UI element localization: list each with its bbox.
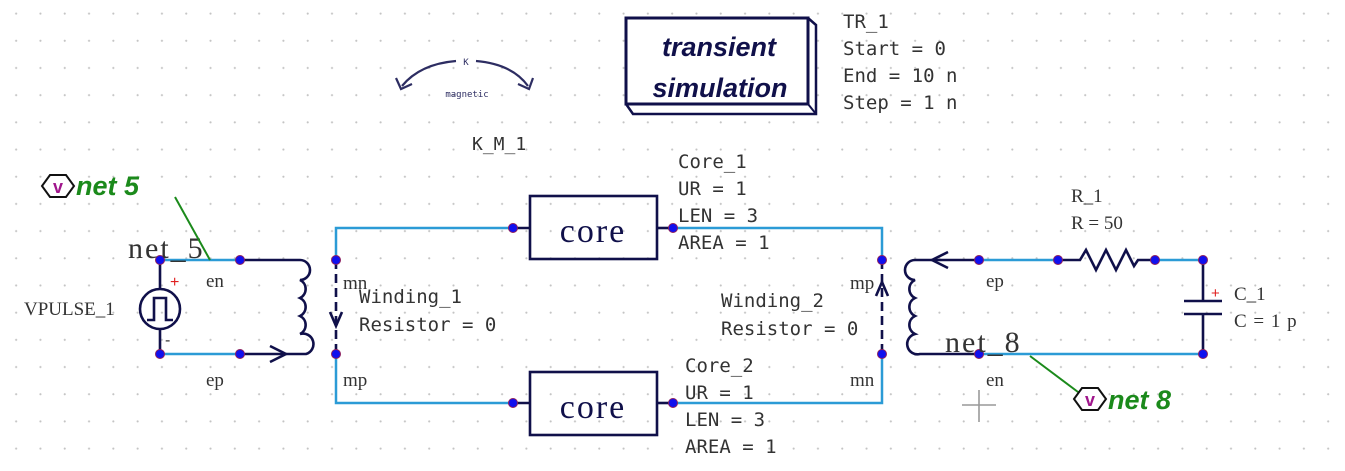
winding-2-mp-pin-label: mp: [850, 273, 874, 294]
sim-name: TR_1: [843, 11, 889, 33]
sim-block-line2: simulation: [652, 73, 787, 103]
wire-mag-bottom-right[interactable]: [673, 354, 884, 405]
wires: [160, 226, 1203, 405]
svg-text:v: v: [1085, 390, 1095, 410]
sim-end: End = 10 n: [843, 65, 957, 87]
core-2-ur: UR = 1: [685, 382, 754, 404]
winding-1-name: Winding_1: [359, 286, 462, 308]
winding-2-arrow-icon: [929, 250, 949, 270]
core-1[interactable]: core Core_1 UR = 1 LEN = 3 AREA = 1: [513, 151, 770, 261]
pin[interactable]: [508, 223, 518, 233]
capacitor-c1[interactable]: + C_1 C = 1 p: [1184, 260, 1298, 354]
pin[interactable]: [668, 223, 678, 233]
core-2-symbol-label: core: [560, 389, 627, 426]
core-2-name: Core_2: [685, 355, 754, 377]
pulse-source-icon: [138, 287, 182, 331]
net-label-net8[interactable]: net_8: [945, 326, 1022, 359]
capacitor-plus-sign: +: [1211, 285, 1220, 302]
sim-start: Start = 0: [843, 38, 946, 60]
winding-2-resistor: Resistor = 0: [721, 318, 858, 340]
voltage-probe-icon: [1072, 387, 1108, 411]
core-2-area: AREA = 1: [685, 436, 777, 458]
pin[interactable]: [668, 398, 678, 408]
sim-step: Step = 1 n: [843, 92, 957, 114]
pin[interactable]: [508, 398, 518, 408]
pin[interactable]: [1150, 255, 1160, 265]
mutual-inductance-k[interactable]: K magnetic K_M_1: [394, 58, 535, 155]
capacitor-name: C_1: [1234, 284, 1266, 305]
sim-block-line1: transient: [662, 32, 777, 62]
voltage-probe-net5[interactable]: v net 5: [40, 171, 211, 261]
capacitor-value: C = 1 p: [1234, 311, 1298, 332]
probe-label-net8: net 8: [1108, 385, 1171, 415]
pin[interactable]: [331, 349, 341, 359]
probe-label-net5: net 5: [76, 171, 140, 201]
arrow-right-icon: [517, 77, 535, 91]
winding-2-name: Winding_2: [721, 290, 824, 312]
crosshair-cursor-icon: [962, 390, 996, 422]
k-symbol-label: K: [463, 58, 469, 68]
pin[interactable]: [877, 255, 887, 265]
source-name: VPULSE_1: [24, 299, 115, 320]
pin[interactable]: [974, 349, 984, 359]
pin[interactable]: [1198, 349, 1208, 359]
voltage-probe-net8[interactable]: v net 8: [1029, 355, 1171, 415]
vpulse-source[interactable]: + - VPULSE_1: [24, 260, 182, 354]
core-1-name: Core_1: [678, 151, 747, 173]
magnetic-flow-down-icon: [328, 311, 344, 330]
core-2-len: LEN = 3: [685, 409, 765, 431]
core-2[interactable]: core Core_2 UR = 1 LEN = 3 AREA = 1: [513, 355, 777, 458]
pin[interactable]: [1053, 255, 1063, 265]
core-1-ur: UR = 1: [678, 178, 747, 200]
source-minus-sign: -: [165, 332, 170, 349]
resistor-r1[interactable]: R_1 R = 50: [1058, 186, 1155, 273]
wire-mag-top-left[interactable]: [334, 226, 513, 260]
wire-mag-top-right[interactable]: [673, 226, 884, 260]
wire-mag-bottom-left[interactable]: [334, 354, 513, 405]
k-symbol-sublabel: magnetic: [445, 90, 488, 100]
winding-1-arrow-icon: [269, 344, 289, 364]
winding-1-mn-pin-label: mn: [343, 273, 368, 294]
winding-2-en-pin-label: en: [986, 370, 1004, 391]
pin[interactable]: [1198, 255, 1208, 265]
resistor-icon: [1058, 247, 1155, 273]
winding-2[interactable]: ep en mp mn Winding_2 Resistor = 0: [721, 250, 1004, 391]
resistor-value: R = 50: [1071, 213, 1123, 234]
resistor-name: R_1: [1071, 186, 1103, 207]
pin[interactable]: [235, 255, 245, 265]
core-1-area: AREA = 1: [678, 232, 770, 254]
pins: [155, 223, 1208, 408]
winding-1-resistor: Resistor = 0: [359, 314, 496, 336]
winding-2-mn-pin-label: mn: [850, 370, 875, 391]
pin[interactable]: [235, 349, 245, 359]
core-1-len: LEN = 3: [678, 205, 758, 227]
pin[interactable]: [331, 255, 341, 265]
pin[interactable]: [155, 349, 165, 359]
winding-1-mp-pin-label: mp: [343, 370, 367, 391]
pin[interactable]: [974, 255, 984, 265]
pin[interactable]: [155, 255, 165, 265]
winding-1[interactable]: en ep mn mp Winding_1 Resistor = 0: [206, 258, 496, 391]
voltage-probe-icon: [40, 174, 76, 198]
magnetic-flow-up-icon: [874, 278, 890, 297]
winding-1-ep-pin-label: ep: [206, 370, 224, 391]
k-name: K_M_1: [472, 134, 526, 155]
core-1-symbol-label: core: [560, 213, 627, 250]
svg-text:v: v: [53, 177, 63, 197]
arrow-left-icon: [394, 77, 413, 91]
source-plus-sign: +: [170, 274, 179, 291]
transient-simulation-block[interactable]: transient simulation TR_1 Start = 0 End …: [624, 11, 957, 116]
winding-1-en-pin-label: en: [206, 271, 224, 292]
winding-2-ep-pin-label: ep: [986, 271, 1004, 292]
pin[interactable]: [877, 349, 887, 359]
net-label-net5[interactable]: net_5: [128, 232, 205, 265]
